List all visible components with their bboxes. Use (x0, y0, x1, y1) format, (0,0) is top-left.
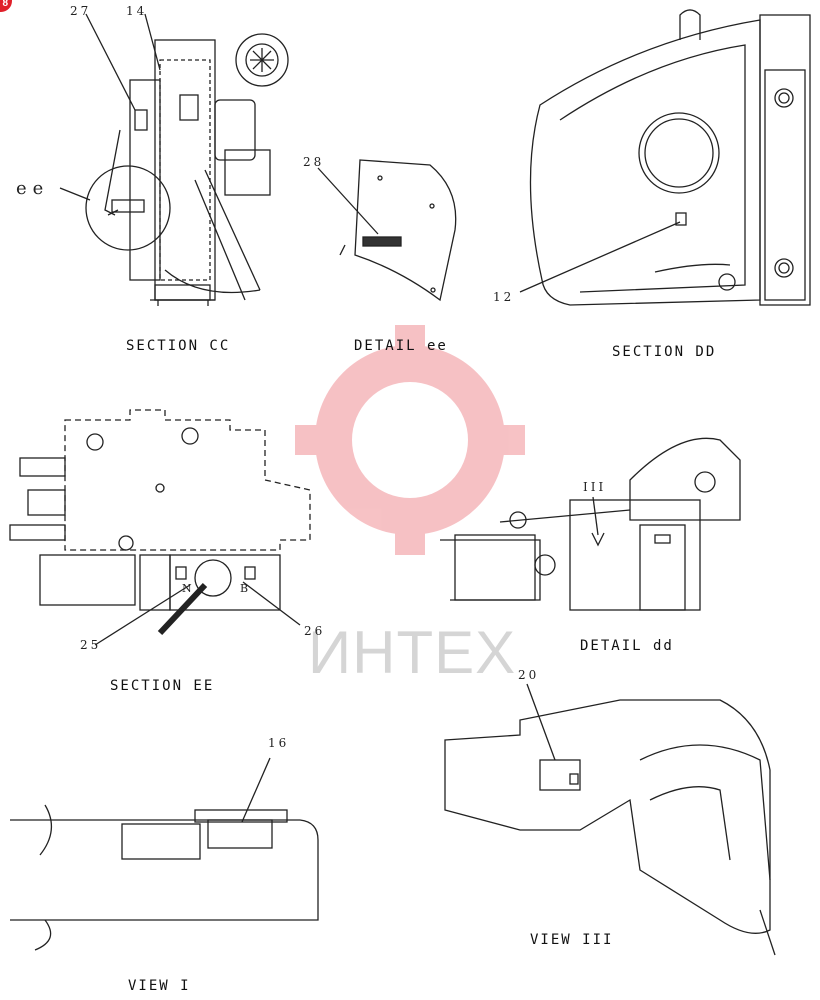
callout-ee-ref: ee (16, 178, 50, 199)
valve-mark-b: B (240, 582, 249, 595)
callout-26: 26 (304, 624, 326, 638)
view-3-title: VIEW III (530, 932, 614, 948)
detail-dd-title: DETAIL dd (580, 638, 674, 654)
callout-12: 12 (493, 290, 515, 304)
callout-28: 28 (303, 155, 325, 169)
watermark-text: ИНТЕХ (308, 619, 517, 686)
callout-16: 16 (268, 736, 290, 750)
view-1-title: VIEW I (128, 978, 191, 994)
section-dd-drawing (519, 9, 811, 306)
section-cc-drawing (59, 13, 289, 306)
view-arrow-label: III (583, 480, 607, 494)
section-ee-title: SECTION EE (110, 678, 215, 694)
callout-20: 20 (518, 668, 540, 682)
detail-dd-drawing (440, 437, 741, 611)
detail-ee-title: DETAIL ee (354, 338, 448, 354)
valve-mark-n: N (182, 582, 192, 595)
section-cc-title: SECTION CC (126, 338, 231, 354)
view-1-drawing (10, 757, 319, 951)
section-dd-title: SECTION DD (612, 344, 717, 360)
view-3-drawing (444, 683, 776, 956)
callout-14: 14 (126, 4, 148, 18)
callout-25: 25 (80, 638, 102, 652)
section-ee-drawing (9, 409, 311, 646)
detail-ee-drawing (317, 159, 457, 302)
callout-27: 27 (70, 4, 92, 18)
watermark-gear (295, 325, 525, 555)
